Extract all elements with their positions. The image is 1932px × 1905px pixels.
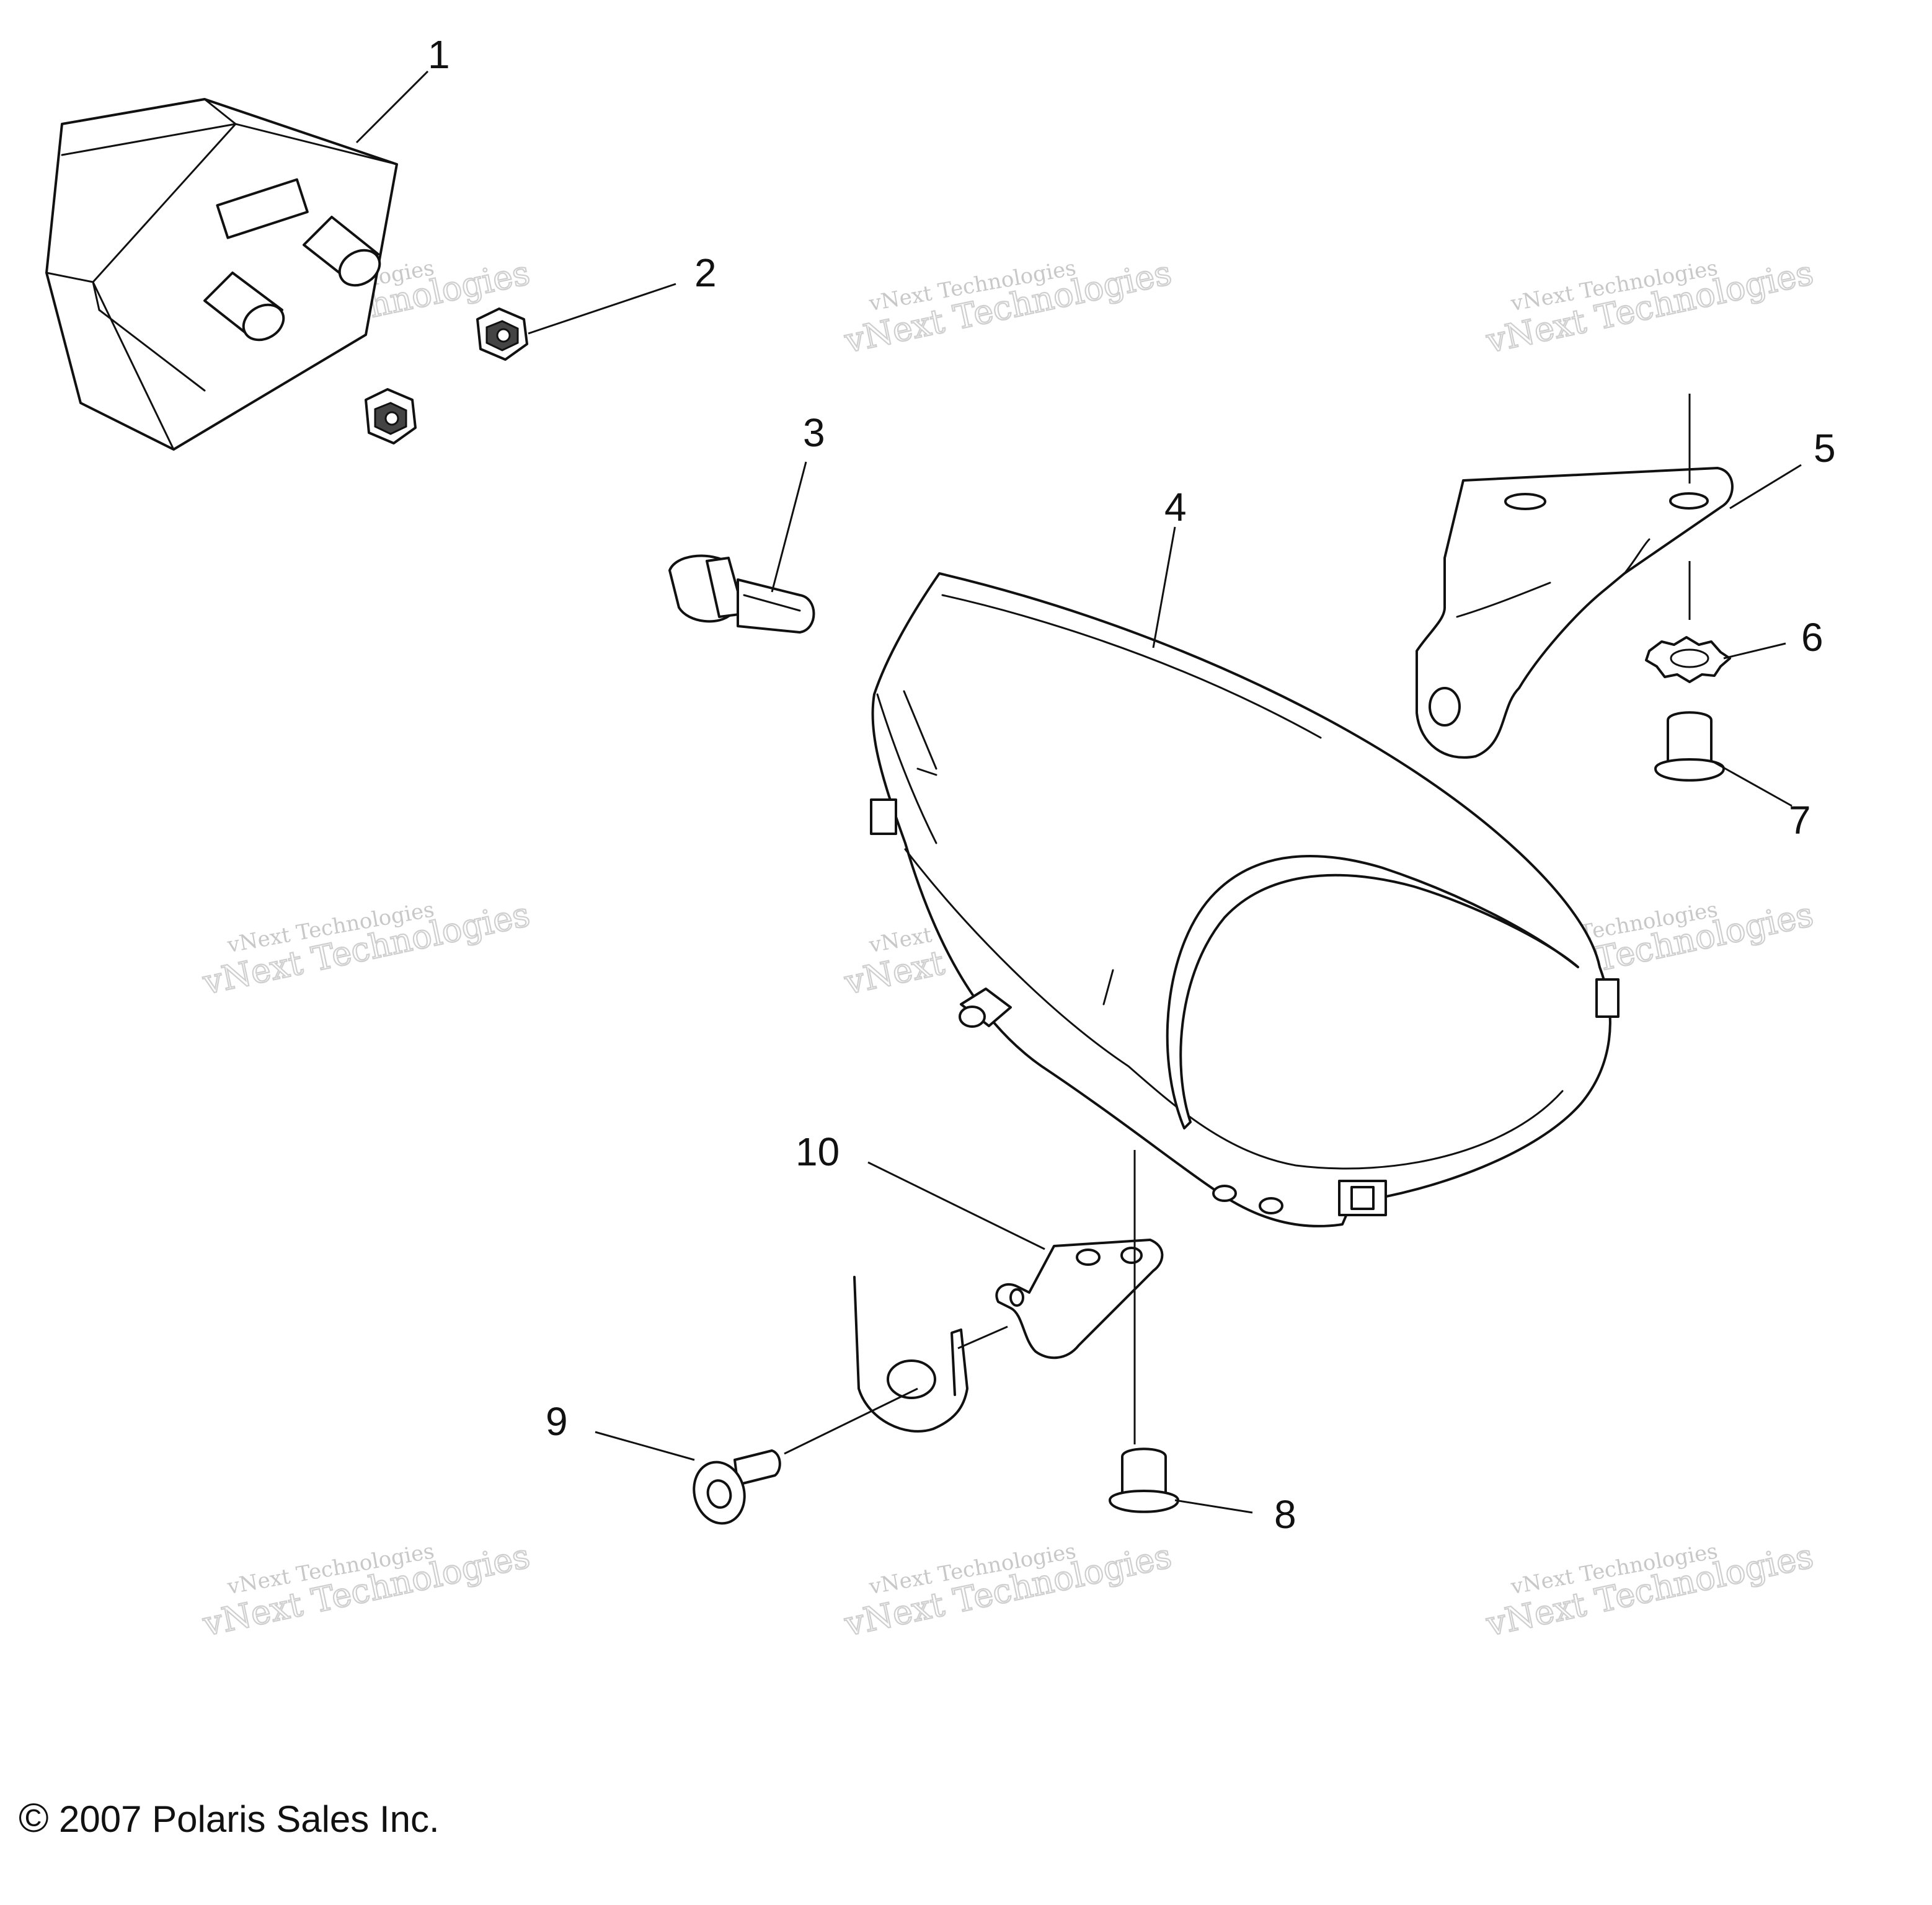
- stud: [303, 216, 381, 287]
- nut: [476, 307, 528, 361]
- watermark: vNext Technologies vNext Technologies: [1482, 252, 1817, 361]
- bracket-arm: [853, 1276, 968, 1433]
- part-1-module-block: [45, 70, 429, 451]
- part-6-star-washer: [1645, 636, 1786, 683]
- watermark: vNext Technologies vNext Technologies: [1482, 1536, 1817, 1645]
- mounting-tab: [870, 798, 897, 835]
- mounting-post: [959, 988, 1012, 1028]
- callout-5: 5: [1814, 426, 1836, 471]
- part-5-upper-bracket: [1416, 394, 1802, 759]
- part-2-flange-nuts: [365, 283, 676, 444]
- callout-7: 7: [1789, 798, 1811, 842]
- part-7-screw: [1654, 711, 1792, 807]
- callout-9: 9: [546, 1399, 568, 1444]
- copyright-symbol: ©: [19, 1795, 49, 1841]
- watermark: vNext Technologies vNext Technologies: [840, 252, 1176, 361]
- callout-10: 10: [795, 1129, 840, 1174]
- callout-2: 2: [694, 250, 717, 295]
- callout-3: 3: [803, 410, 825, 455]
- part-4-headlight-housing: [870, 526, 1620, 1227]
- mounting-tab: [1595, 978, 1620, 1018]
- copyright-line: © 2007 Polaris Sales Inc.: [19, 1795, 440, 1841]
- stud: [203, 272, 285, 342]
- copyright-text: 2007 Polaris Sales Inc.: [59, 1798, 440, 1840]
- part-9-bolt: [595, 1325, 1008, 1525]
- callout-labels: 1 2 3 4 5 6 7 8 9 10: [428, 32, 1836, 1537]
- watermark: vNext Technologies vNext Technologies: [198, 1536, 534, 1645]
- callout-6: 6: [1801, 615, 1823, 660]
- callout-8: 8: [1274, 1492, 1296, 1537]
- part-10-lower-bracket: [867, 1161, 1164, 1359]
- watermark: vNext Technologies vNext Technologies: [198, 894, 534, 1003]
- mounting-tab: [1338, 1180, 1387, 1216]
- callout-1: 1: [428, 32, 450, 77]
- mounting-pins: [1212, 1185, 1283, 1214]
- callout-4: 4: [1164, 485, 1187, 529]
- nut: [365, 388, 417, 444]
- part-3-bulb: [668, 461, 815, 634]
- part-8-screw: [1109, 1150, 1253, 1514]
- watermark: vNext Technologies vNext Technologies: [840, 1536, 1176, 1645]
